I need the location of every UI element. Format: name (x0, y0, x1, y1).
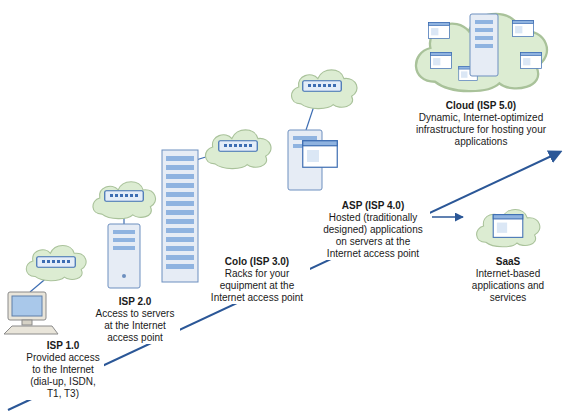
illustration-part (303, 141, 338, 168)
saas-cloud-icon (470, 200, 546, 254)
illustration-part (113, 238, 135, 242)
illustration-part (166, 192, 194, 197)
illustration-part (108, 224, 140, 288)
illustration-part (22, 320, 32, 325)
illustration-part (475, 36, 493, 40)
stage-heading: SaaS (466, 256, 550, 268)
illustration-part (12, 296, 42, 316)
illustration-part (205, 130, 271, 169)
stage-description: Access to servers at the Internet access… (92, 308, 178, 344)
stage-description: Hosted (traditionally designed) applicat… (318, 212, 428, 260)
illustration-part (166, 201, 194, 206)
illustration-part (429, 22, 450, 38)
stage-heading: ISP 2.0 (92, 296, 178, 308)
illustration-part (166, 174, 194, 179)
illustration-part (166, 219, 194, 224)
illustration-part (470, 14, 498, 76)
stage-description: Provided access to the Internet (dial-up… (24, 352, 102, 400)
illustration-part (166, 156, 194, 161)
illustration-part (166, 228, 194, 233)
illustration-part (26, 245, 86, 280)
illustration-part (513, 20, 534, 36)
stage-label: Cloud (ISP 5.0)Dynamic, Internet-optimiz… (406, 100, 556, 148)
illustration-part (303, 81, 342, 92)
illustration-part (113, 230, 135, 234)
cloud-shape (477, 210, 540, 247)
stage-description: Dynamic, Internet-optimized infrastructu… (408, 112, 554, 148)
illustration-part (475, 20, 493, 24)
stage-label: Colo (ISP 3.0)Racks for your equipment a… (204, 256, 310, 304)
illustration-part (8, 292, 46, 320)
illustration-part (166, 264, 194, 269)
stage-description: Racks for your equipment at the Internet… (206, 268, 308, 304)
illustration-part (291, 70, 357, 109)
illustration-part (37, 257, 76, 268)
illustration-part (162, 150, 198, 282)
stage-label: ASP (ISP 4.0)Hosted (traditionally desig… (316, 200, 430, 260)
illustration-part (475, 44, 493, 48)
illustration-part (166, 210, 194, 215)
progress-arrow (8, 152, 560, 410)
illustration-part (416, 14, 547, 91)
illustration-part (166, 246, 194, 251)
cloud-illustration (416, 14, 547, 91)
window-icon (493, 215, 523, 238)
isp2-illustration (93, 182, 156, 288)
illustration-part (166, 165, 194, 170)
stage-label: ISP 2.0Access to servers at the Internet… (90, 296, 180, 344)
stage-heading: Cloud (ISP 5.0) (408, 100, 554, 112)
illustration-part (521, 52, 542, 68)
asp-illustration (288, 70, 357, 190)
illustration-part (475, 28, 493, 32)
stage-heading: Colo (ISP 3.0) (206, 256, 308, 268)
isp1-illustration (4, 245, 86, 334)
illustration-part (166, 156, 194, 269)
illustration-part (113, 246, 135, 250)
illustration-part (105, 191, 144, 202)
illustration-part (166, 183, 194, 188)
illustration-part (122, 274, 126, 278)
illustration-part (166, 255, 194, 260)
illustration-part (4, 326, 58, 334)
illustration-part (219, 141, 258, 152)
illustration-part (293, 136, 317, 140)
illustration-part (431, 52, 452, 68)
stage-heading: ASP (ISP 4.0) (318, 200, 428, 212)
illustration-part (93, 182, 156, 219)
stage-label: ISP 1.0Provided access to the Internet (… (22, 340, 104, 400)
saas-node: SaaSInternet-based applications and serv… (464, 200, 552, 304)
stage-description: Internet-based applications and services (466, 268, 550, 304)
connector-arrow (432, 216, 463, 218)
illustration-part (166, 237, 194, 242)
